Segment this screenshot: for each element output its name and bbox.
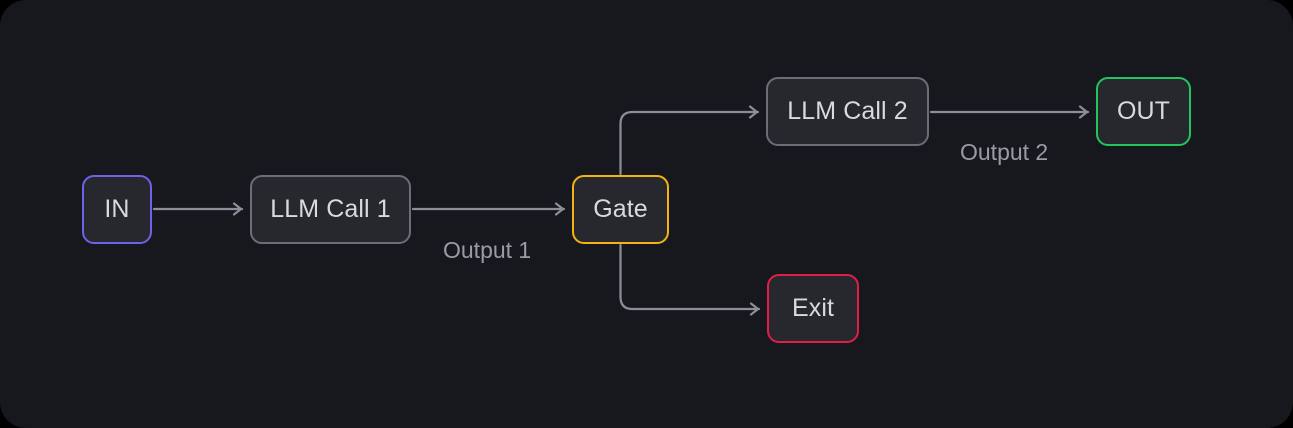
node-llm-call-1[interactable]: LLM Call 1 [250, 175, 411, 244]
node-llm-call-1-label: LLM Call 1 [270, 195, 391, 223]
node-in[interactable]: IN [82, 175, 152, 244]
node-exit[interactable]: Exit [767, 274, 859, 343]
edge-gate-to-exit [619, 243, 761, 316]
node-out[interactable]: OUT [1096, 77, 1191, 146]
edge-gate-to-llm-call-2 [619, 105, 760, 176]
node-llm-call-2-label: LLM Call 2 [787, 97, 908, 125]
node-llm-call-2[interactable]: LLM Call 2 [766, 77, 929, 146]
edge-label-output-1: Output 1 [443, 237, 532, 263]
edge-llm-call-2-to-out [929, 105, 1090, 119]
node-exit-label: Exit [791, 294, 835, 322]
node-out-label: OUT [1116, 97, 1171, 125]
node-in-label: IN [104, 195, 130, 223]
edge-llm-call-1-to-gate [411, 202, 566, 216]
edge-label-output-2: Output 2 [960, 139, 1049, 165]
node-gate-label: Gate [593, 195, 648, 223]
edge-in-to-llm-call-1 [152, 202, 244, 216]
node-gate[interactable]: Gate [572, 175, 669, 244]
